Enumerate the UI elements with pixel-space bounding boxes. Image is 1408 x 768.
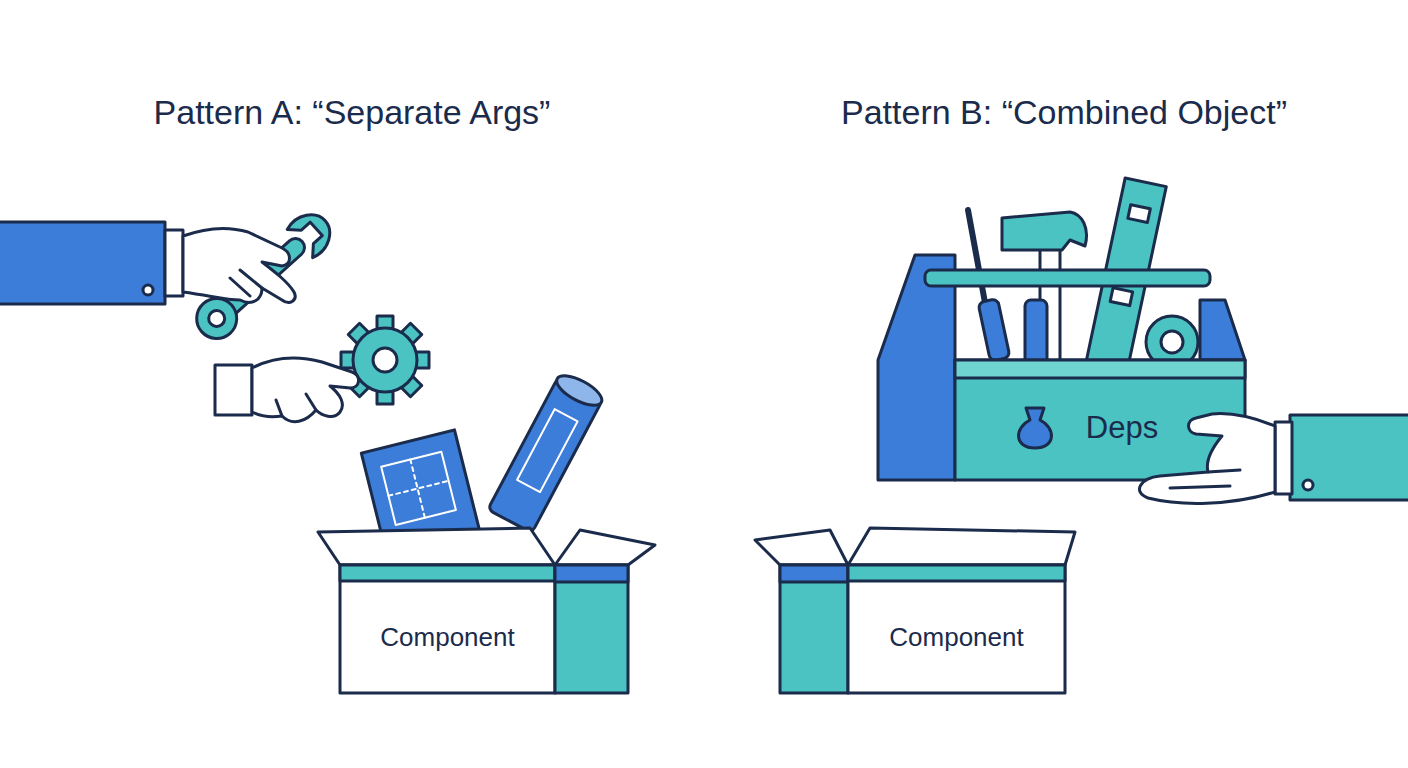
hand: [252, 358, 359, 422]
box: [318, 528, 655, 693]
money-bag-icon: [1019, 408, 1052, 448]
node-text: Deps: [1086, 410, 1158, 446]
sleeve: [0, 222, 165, 304]
cuff: [165, 230, 183, 296]
pattern-heading: Pattern B: “Combined Object”: [841, 93, 1287, 132]
pattern-heading: Pattern A: “Separate Args”: [154, 93, 551, 132]
button: [1303, 480, 1313, 490]
sleeve: [215, 365, 252, 415]
finger-lines: [230, 270, 262, 296]
hand: [183, 229, 295, 303]
node-text: Component: [889, 622, 1023, 653]
node-text: Component: [380, 622, 514, 653]
finger-lines: [276, 394, 316, 416]
deps-toolbox: Deps: [960, 380, 1240, 476]
sleeve: [1290, 415, 1408, 500]
toolbox: [878, 255, 1245, 480]
finger-lines: [1170, 470, 1240, 488]
cuff: [1275, 422, 1292, 494]
component-box: Component: [848, 581, 1065, 693]
blueprint-roll: [488, 370, 606, 533]
gear: [341, 316, 429, 404]
box: [755, 528, 1075, 693]
button: [143, 285, 153, 295]
hand: [1139, 414, 1275, 504]
component-box: Component: [340, 581, 555, 693]
